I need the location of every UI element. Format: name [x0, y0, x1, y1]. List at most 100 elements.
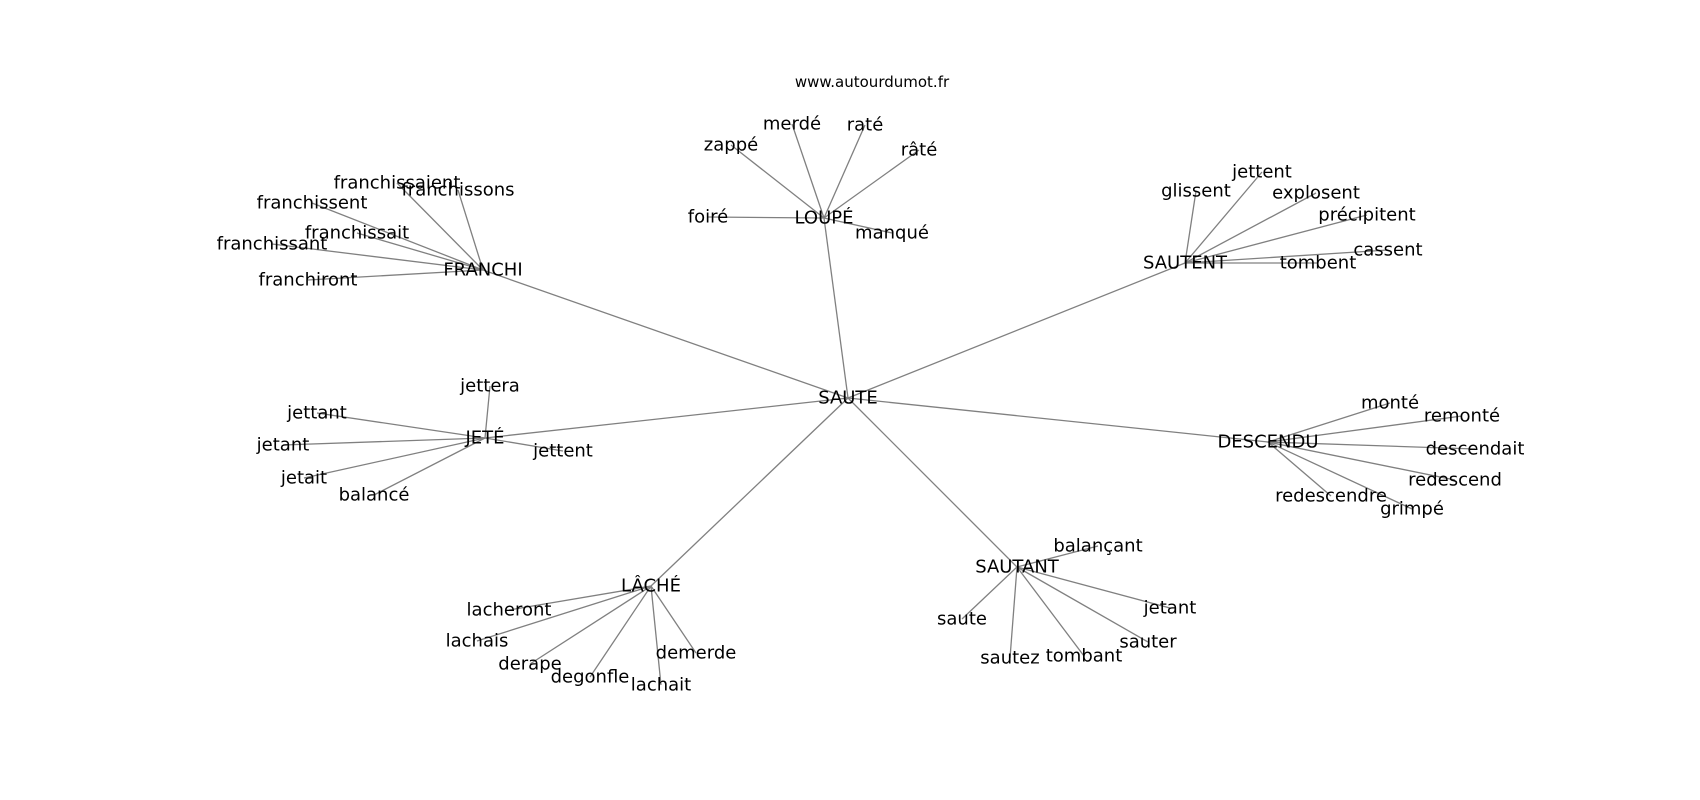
leaf-node-descendu[interactable]: grimpé — [1380, 499, 1444, 520]
hub-node-jete[interactable]: JETÉ — [464, 427, 504, 449]
leaf-node-sautent[interactable]: tombent — [1280, 253, 1357, 274]
leaf-node-franchi[interactable]: franchiront — [259, 270, 358, 291]
leaf-node-sautent[interactable]: jettent — [1231, 162, 1292, 183]
edge-sautant-leaf — [1009, 566, 1018, 659]
edge-jete-leaf — [484, 385, 491, 439]
leaf-node-lache[interactable]: derape — [498, 654, 561, 675]
hub-node-descendu[interactable]: DESCENDU — [1217, 432, 1318, 453]
leaf-node-jete[interactable]: jettant — [286, 403, 347, 424]
leaf-node-sautant[interactable]: jetant — [1143, 598, 1197, 619]
edge-descendu-leaf — [1267, 415, 1463, 443]
edge-descendu-leaf — [1267, 441, 1456, 481]
leaf-node-loupe[interactable]: râté — [901, 140, 938, 161]
edge-sautent-leaf — [1184, 190, 1197, 264]
leaf-node-descendu[interactable]: descendait — [1426, 439, 1525, 460]
edge-franchi-leaf — [271, 243, 484, 271]
leaf-node-descendu[interactable]: monté — [1361, 393, 1419, 414]
leaf-node-jete[interactable]: balancé — [339, 485, 410, 506]
edge-descendu-leaf — [1267, 441, 1413, 510]
leaf-node-sautant[interactable]: sautez — [980, 648, 1039, 669]
leaf-node-franchi[interactable]: franchissant — [217, 234, 328, 255]
leaf-node-lache[interactable]: degonfle — [551, 667, 630, 688]
leaf-node-jete[interactable]: jetait — [280, 468, 327, 489]
edge-saute-jete — [484, 397, 849, 439]
leaf-node-sautant[interactable]: balançant — [1053, 536, 1142, 557]
leaf-node-franchi[interactable]: franchissaient — [334, 173, 461, 194]
leaf-node-sautent[interactable]: précipitent — [1318, 205, 1415, 226]
graph-edges — [271, 123, 1476, 686]
hub-node-franchi[interactable]: FRANCHI — [443, 260, 522, 281]
edge-loupe-leaf — [823, 149, 920, 219]
leaf-node-sautant[interactable]: saute — [937, 609, 987, 630]
edge-descendu-leaf — [1267, 441, 1332, 497]
leaf-node-lache[interactable]: lachais — [446, 631, 509, 652]
leaf-node-loupe[interactable]: merdé — [763, 114, 821, 135]
leaf-node-sautent[interactable]: explosent — [1272, 183, 1360, 204]
leaf-node-sautent[interactable]: cassent — [1353, 240, 1422, 261]
leaf-node-descendu[interactable]: redescendre — [1275, 486, 1387, 507]
edge-descendu-leaf — [1267, 441, 1476, 450]
edge-loupe-leaf — [823, 124, 866, 219]
edge-loupe-leaf — [791, 123, 825, 219]
leaf-node-jete[interactable]: jettera — [459, 376, 520, 397]
edge-sautent-leaf — [1184, 214, 1368, 264]
leaf-node-lache[interactable]: lachait — [631, 675, 691, 696]
leaf-node-jete[interactable]: jetant — [256, 435, 310, 456]
site-url: www.autourdumot.fr — [794, 73, 950, 91]
edge-franchi-leaf — [457, 189, 484, 271]
edge-lache-leaf — [476, 585, 652, 642]
edge-sautant-leaf — [1016, 545, 1099, 568]
edge-lache-leaf — [529, 585, 652, 665]
leaf-node-sautent[interactable]: glissent — [1161, 181, 1231, 202]
edge-loupe-leaf — [730, 144, 825, 219]
edge-loupe-leaf — [823, 217, 893, 234]
hub-node-lache[interactable]: LÂCHÉ — [621, 575, 681, 597]
edge-sautant-leaf — [1016, 566, 1171, 609]
leaf-node-loupe[interactable]: manqué — [855, 223, 929, 244]
edge-sautant-leaf — [1016, 566, 1085, 657]
edge-sautent-leaf — [1184, 171, 1263, 264]
edge-lache-leaf — [589, 585, 652, 678]
edge-lache-leaf — [650, 585, 662, 686]
hub-node-sautant[interactable]: SAUTANT — [975, 557, 1060, 578]
edge-sautent-leaf — [1184, 249, 1389, 264]
hub-node-sautent[interactable]: SAUTENT — [1143, 253, 1228, 274]
edge-loupe-leaf — [707, 216, 825, 219]
center-node-saute[interactable]: SAUTE — [818, 388, 878, 409]
edge-jete-leaf — [484, 437, 564, 452]
edge-sautent-leaf — [1184, 192, 1317, 264]
edge-sautant-leaf — [1016, 566, 1149, 643]
edge-jete-leaf — [316, 412, 486, 439]
leaf-node-jete[interactable]: jettent — [532, 441, 593, 462]
edge-descendu-leaf — [1267, 402, 1391, 443]
edge-franchi-leaf — [356, 232, 484, 271]
leaf-node-descendu[interactable]: redescend — [1408, 470, 1502, 491]
edge-lache-leaf — [650, 585, 697, 654]
edge-sautant-leaf — [961, 566, 1018, 620]
leaf-node-sautant[interactable]: tombant — [1046, 646, 1123, 667]
leaf-node-loupe[interactable]: raté — [847, 115, 884, 136]
edge-jete-leaf — [373, 437, 486, 496]
leaf-node-franchi[interactable]: franchissent — [257, 193, 368, 214]
edge-jete-leaf — [303, 437, 486, 479]
edge-saute-lache — [650, 397, 849, 587]
edge-franchi-leaf — [307, 269, 484, 281]
edge-franchi-leaf — [311, 202, 484, 271]
leaf-node-descendu[interactable]: remonté — [1424, 406, 1500, 427]
leaf-node-loupe[interactable]: zappé — [704, 135, 758, 156]
edge-saute-franchi — [482, 269, 849, 399]
leaf-node-loupe[interactable]: foiré — [688, 207, 728, 228]
edge-saute-loupe — [823, 217, 849, 399]
edge-jete-leaf — [282, 437, 486, 446]
edge-saute-sautant — [847, 397, 1018, 568]
leaf-node-franchi[interactable]: franchissait — [305, 223, 409, 244]
edge-lache-leaf — [508, 585, 652, 611]
leaf-node-franchi[interactable]: franchissons — [401, 180, 514, 201]
hub-node-loupe[interactable]: LOUPÉ — [795, 207, 854, 229]
leaf-node-lache[interactable]: demerde — [656, 643, 737, 664]
edge-franchi-leaf — [396, 182, 484, 271]
leaf-node-sautant[interactable]: sauter — [1119, 632, 1177, 653]
leaf-node-lache[interactable]: lacheront — [467, 600, 552, 621]
